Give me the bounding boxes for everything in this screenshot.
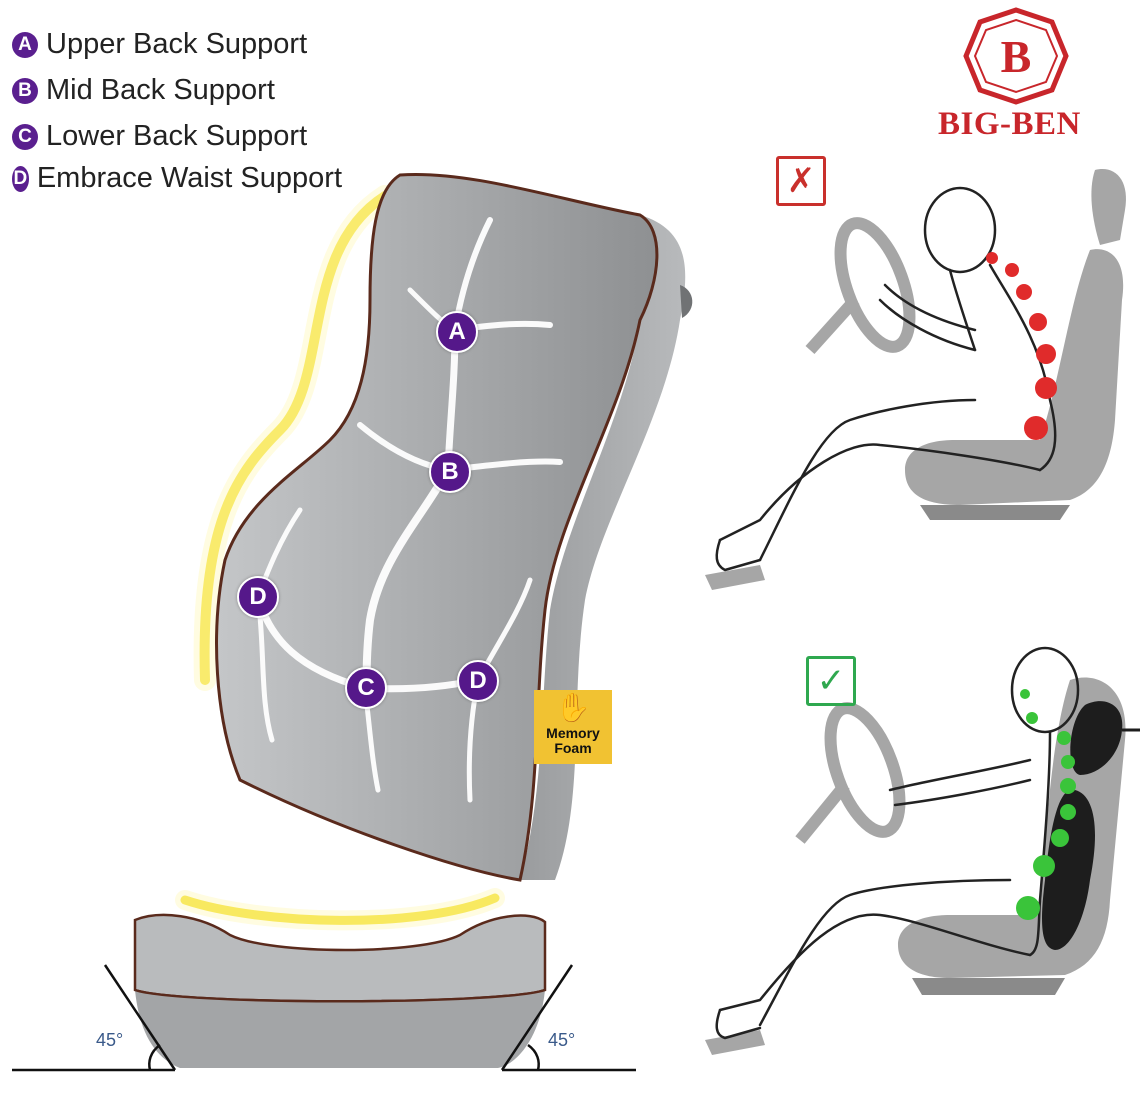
memory-foam-badge: ✋ Memory Foam xyxy=(534,690,612,764)
memory-foam-line1: Memory xyxy=(546,725,600,741)
strap-tab xyxy=(680,285,693,318)
bad-posture-scene xyxy=(705,169,1126,590)
legend-label: Lower Back Support xyxy=(46,120,308,152)
brand-logo xyxy=(963,7,1069,105)
bottom-cushion-front xyxy=(135,990,545,1068)
marker-waist-right: D xyxy=(457,660,499,702)
brand-logo-letter: B xyxy=(1000,30,1032,82)
legend-item-mid-back: B Mid Back Support xyxy=(12,74,275,107)
brand-name: BIG-BEN xyxy=(938,106,1081,142)
angle-guides xyxy=(12,964,636,1072)
legend-item-embrace-waist: D Embrace Waist Support xyxy=(12,162,342,195)
legend-label: Embrace Waist Support xyxy=(36,162,342,194)
x-mark-icon: ✗ xyxy=(776,156,826,206)
legend-badge: B xyxy=(12,77,38,104)
legend-item-lower-back: C Lower Back Support xyxy=(12,120,307,153)
angle-label-right: 45° xyxy=(548,1030,576,1050)
memory-foam-line2: Foam xyxy=(554,740,592,756)
legend-label: Upper Back Support xyxy=(46,28,308,60)
cushion-front xyxy=(215,172,659,882)
marker-lower-back: C xyxy=(345,667,387,709)
check-mark-icon: ✓ xyxy=(806,656,856,706)
legend-item-upper-back: A Upper Back Support xyxy=(12,28,307,61)
highlight-arc-left xyxy=(199,191,390,685)
bottom-highlight-arc xyxy=(180,893,500,925)
marker-waist-left: D xyxy=(237,576,279,618)
marker-upper-back: A xyxy=(436,311,478,353)
good-posture-scene xyxy=(705,646,1140,1055)
legend-label: Mid Back Support xyxy=(46,74,275,106)
angle-label-left: 45° xyxy=(96,1030,124,1050)
legend-badge: C xyxy=(12,123,38,150)
legend-badge: A xyxy=(12,31,38,58)
bottom-highlight-glow xyxy=(175,888,505,931)
spine-dots-bad xyxy=(986,252,1057,440)
spine-dots-good xyxy=(1016,689,1076,920)
marker-mid-back: B xyxy=(429,451,471,493)
legend-badge: D xyxy=(12,165,29,192)
hand-icon: ✋ xyxy=(555,692,591,723)
highlight-arc-left-glow xyxy=(193,185,396,691)
